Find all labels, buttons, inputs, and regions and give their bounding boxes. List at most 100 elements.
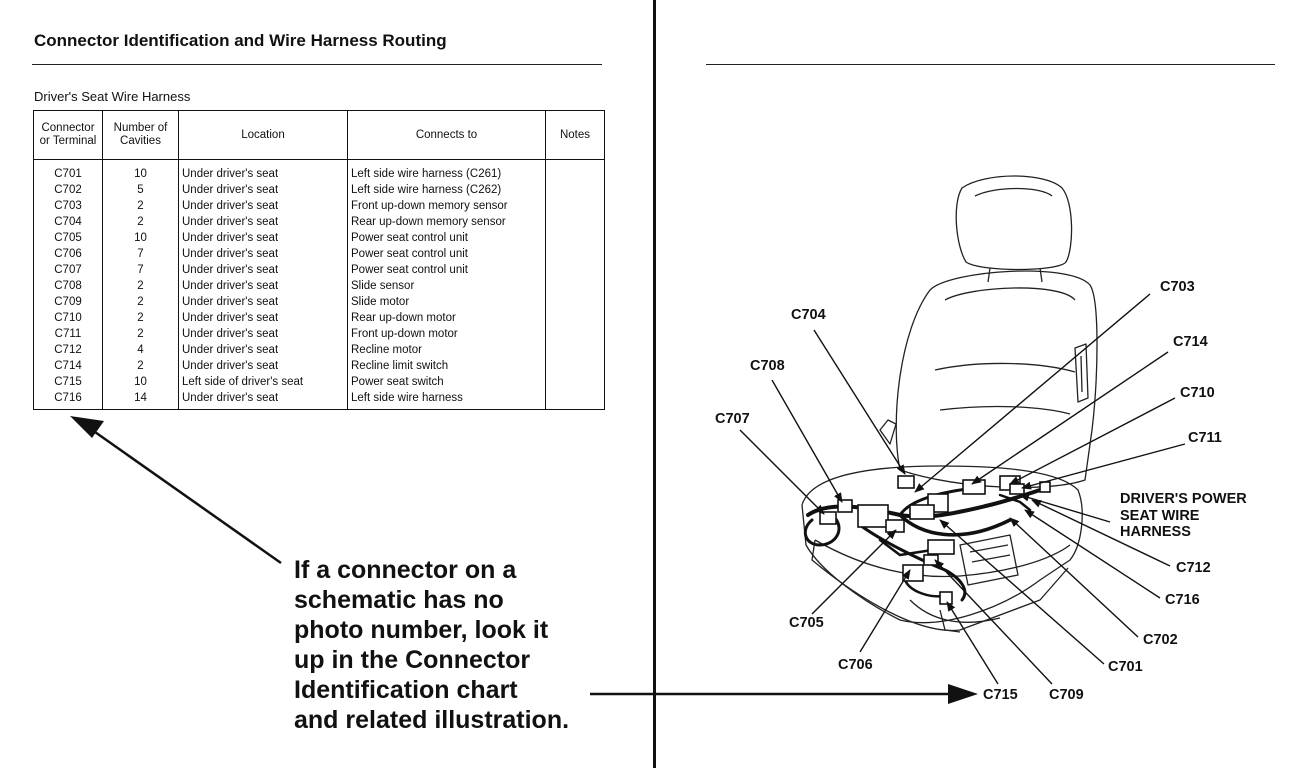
connector-label-c706: C706	[838, 657, 873, 673]
cell-location: Under driver's seat	[178, 278, 348, 294]
cell-location: Under driver's seat	[178, 198, 348, 214]
header-rule-right	[706, 64, 1275, 65]
cell-notes	[545, 182, 605, 198]
callout-line: photo number, look it	[294, 616, 549, 644]
cell-connector: C706	[33, 246, 103, 262]
cell-connector: C702	[33, 182, 103, 198]
callout-arrow-to-illustration	[590, 684, 978, 704]
header-rule-left	[32, 64, 602, 65]
cell-notes	[545, 262, 605, 278]
page-title: Connector Identification and Wire Harnes…	[34, 31, 447, 50]
cell-connects-to: Front up-down memory sensor	[347, 198, 546, 214]
cell-connector: C704	[33, 214, 103, 230]
cell-cavities: 10	[102, 159, 179, 182]
cell-connects-to: Recline limit switch	[347, 358, 546, 374]
column-header-location: Location	[178, 110, 348, 160]
cell-location: Under driver's seat	[178, 182, 348, 198]
callout-text: If a connector on a schematic has no pho…	[294, 555, 569, 735]
table-caption: Driver's Seat Wire Harness	[34, 89, 191, 104]
cell-location: Under driver's seat	[178, 326, 348, 342]
connector-label-c715: C715	[983, 687, 1018, 703]
cell-notes	[545, 294, 605, 310]
cell-connects-to: Left side wire harness (C261)	[347, 159, 546, 182]
harness-label-line: SEAT WIRE	[1120, 507, 1200, 524]
callout-line: and related illustration.	[294, 706, 570, 734]
cell-connects-to: Left side wire harness	[347, 390, 546, 410]
connector-label-c704: C704	[791, 307, 826, 323]
cell-notes	[545, 374, 605, 390]
cell-notes	[545, 198, 605, 214]
column-header-connector: Connector or Terminal	[33, 110, 103, 160]
callout-line: Identification chart	[294, 676, 518, 704]
harness-label: DRIVER'S POWER SEAT WIRE HARNESS	[1120, 491, 1247, 541]
connector-label-c709: C709	[1049, 687, 1084, 703]
cell-location: Under driver's seat	[178, 246, 348, 262]
connector-label-c714: C714	[1173, 334, 1208, 350]
leader-lines	[739, 293, 1186, 685]
cell-connects-to: Power seat control unit	[347, 246, 546, 262]
cell-notes	[545, 246, 605, 262]
connector-table: Connector or Terminal Number of Cavities…	[33, 110, 605, 410]
cell-location: Under driver's seat	[178, 159, 348, 182]
cell-notes	[545, 326, 605, 342]
connector-label-c702: C702	[1143, 632, 1178, 648]
connector-blocks	[819, 475, 1051, 605]
cell-notes	[545, 230, 605, 246]
cell-cavities: 14	[102, 390, 179, 410]
cell-location: Under driver's seat	[178, 358, 348, 374]
cell-connector: C711	[33, 326, 103, 342]
cell-connector: C710	[33, 310, 103, 326]
cell-connects-to: Slide sensor	[347, 278, 546, 294]
connector-label-c708: C708	[750, 358, 785, 374]
cell-notes	[545, 159, 605, 182]
cell-connects-to: Recline motor	[347, 342, 546, 358]
cell-notes	[545, 278, 605, 294]
connector-label-c711: C711	[1188, 430, 1222, 446]
connector-label-c716: C716	[1165, 592, 1200, 608]
cell-location: Left side of driver's seat	[178, 374, 348, 390]
connector-label-c712: C712	[1176, 560, 1211, 576]
cell-location: Under driver's seat	[178, 262, 348, 278]
cell-connects-to: Power seat control unit	[347, 230, 546, 246]
cell-notes	[545, 310, 605, 326]
seat-illustration	[801, 175, 1098, 633]
callout-arrow-to-table	[70, 416, 282, 565]
cell-notes	[545, 358, 605, 374]
connector-label-c705: C705	[789, 615, 824, 631]
harness-label-line: DRIVER'S POWER	[1120, 491, 1247, 507]
connector-label-c710: C710	[1180, 385, 1215, 401]
column-header-notes: Notes	[545, 110, 605, 160]
cell-notes	[545, 390, 605, 410]
cell-connects-to: Rear up-down memory sensor	[347, 214, 546, 230]
cell-location: Under driver's seat	[178, 310, 348, 326]
cell-connects-to: Rear up-down motor	[347, 310, 546, 326]
cell-connects-to: Power seat switch	[347, 374, 546, 390]
cell-notes	[545, 214, 605, 230]
cell-connector: C716	[33, 390, 103, 410]
cell-connects-to: Front up-down motor	[347, 326, 546, 342]
callout-line: up in the Connector	[294, 646, 531, 674]
cell-connector: C705	[33, 230, 103, 246]
cell-connects-to: Left side wire harness (C262)	[347, 182, 546, 198]
cell-connector: C712	[33, 342, 103, 358]
cell-location: Under driver's seat	[178, 342, 348, 358]
callout-line: schematic has no	[294, 586, 504, 614]
callout-line: If a connector on a	[294, 556, 517, 584]
connector-label-c703: C703	[1160, 279, 1195, 295]
connector-label-c701: C701	[1108, 659, 1143, 675]
